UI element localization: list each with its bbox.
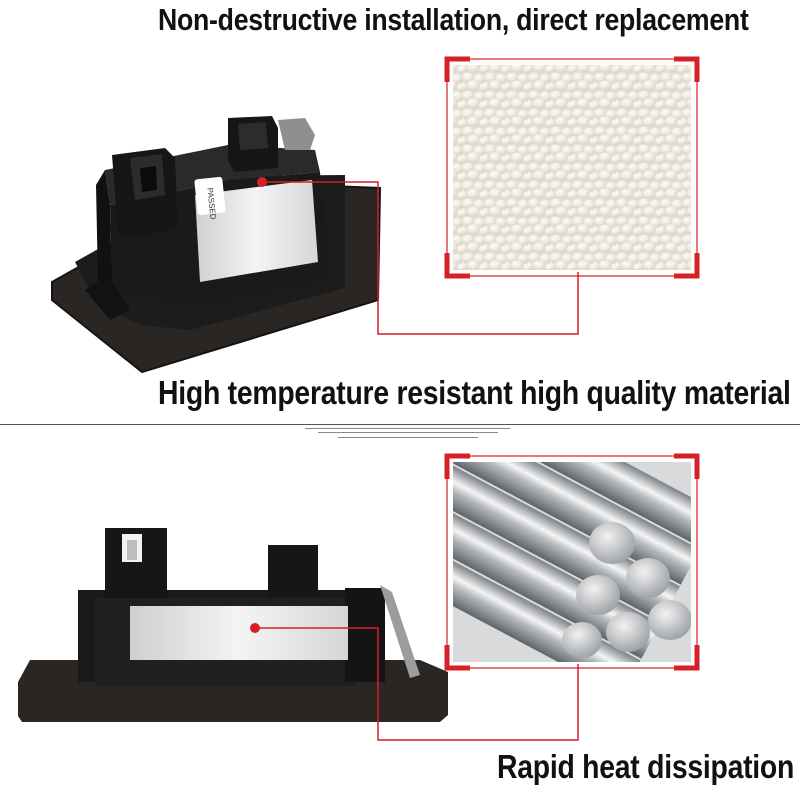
headline-install: Non-destructive installation, direct rep… bbox=[158, 2, 749, 37]
lens-panel bbox=[130, 606, 348, 660]
steel-rods-icon bbox=[453, 462, 691, 662]
callout-line-top bbox=[262, 181, 579, 335]
callout-line-bottom bbox=[255, 627, 579, 741]
inset-frame-top bbox=[446, 58, 698, 277]
divider-accent-3 bbox=[338, 437, 478, 438]
headline-heat: Rapid heat dissipation bbox=[497, 748, 795, 785]
frame-corners-top bbox=[444, 56, 700, 279]
divider-accent-2 bbox=[318, 432, 498, 433]
led-module-angled: PASSED bbox=[51, 116, 382, 374]
pellet-texture-icon bbox=[453, 65, 691, 270]
lens-window bbox=[195, 180, 318, 282]
frame-corners-bottom bbox=[444, 453, 700, 671]
section-divider bbox=[0, 424, 800, 425]
led-module-front bbox=[18, 528, 448, 722]
divider-accent-1 bbox=[305, 428, 510, 429]
inset-frame-bottom bbox=[446, 455, 698, 669]
headline-material: High temperature resistant high quality … bbox=[158, 374, 791, 411]
passed-sticker: PASSED bbox=[205, 187, 217, 220]
